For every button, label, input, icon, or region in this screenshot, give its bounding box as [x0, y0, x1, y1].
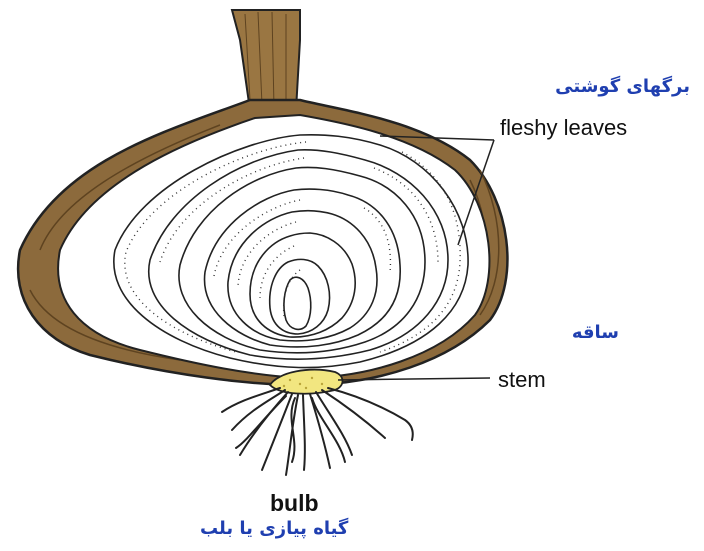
fleshy-leaves-label-en: fleshy leaves [500, 115, 627, 141]
stem-label-fa: ساقه [572, 322, 619, 343]
roots [222, 388, 413, 475]
bulb-neck [232, 10, 300, 110]
stem-label-en: stem [498, 367, 546, 393]
fleshy-leaves-label-fa: برگهای گوشتی [555, 76, 690, 97]
bulb-title-en: bulb [270, 490, 319, 517]
bulb-title-fa: گیاه پیازی یا بلب [200, 518, 348, 539]
